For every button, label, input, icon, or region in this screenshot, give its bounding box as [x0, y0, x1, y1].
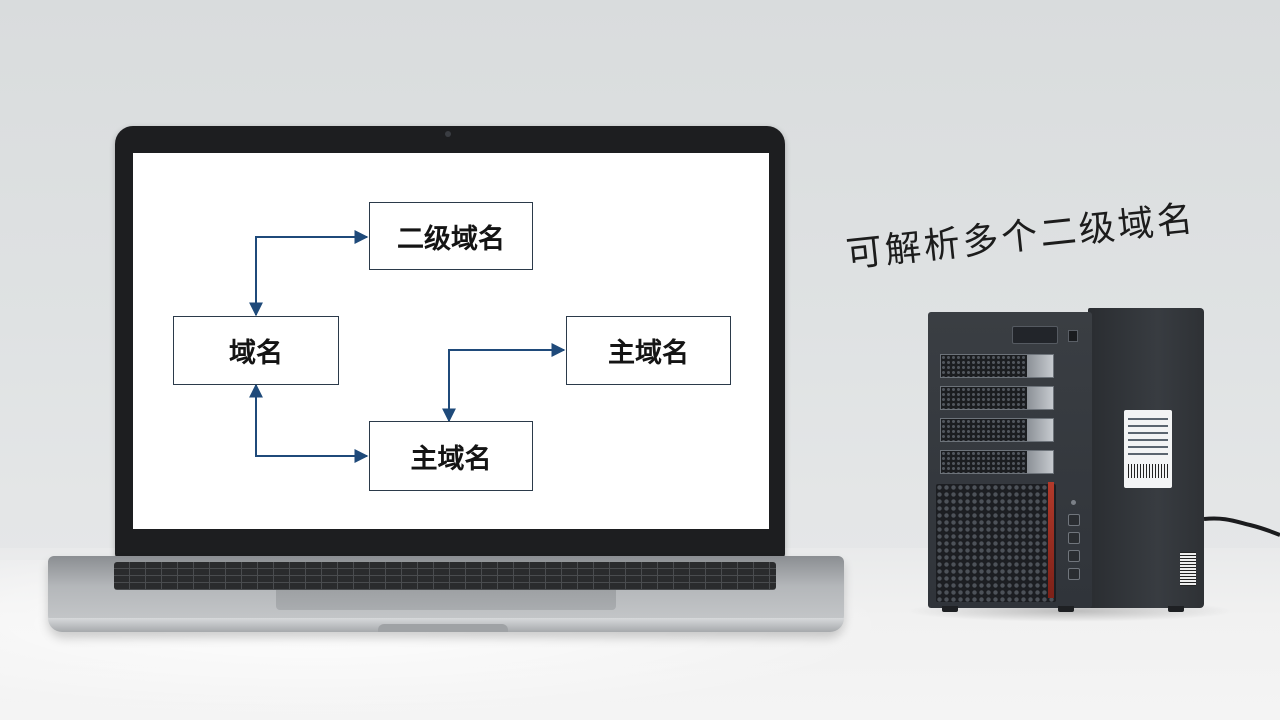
- nas-server: [928, 308, 1204, 612]
- diagram-arrows: [249, 230, 566, 463]
- fan-grille: [936, 484, 1056, 602]
- drive-bay-handle: [1027, 355, 1053, 377]
- front-button-1: [1068, 514, 1080, 526]
- node-main-domain-bottom: 主域名: [369, 421, 533, 491]
- power-button-icon: [1012, 326, 1058, 344]
- edge-main-bottom-domain: [249, 383, 369, 463]
- front-button-2: [1068, 532, 1080, 544]
- drive-bay-handle: [1027, 387, 1053, 409]
- drive-bay-handle: [1027, 451, 1053, 473]
- drive-bay-handle: [1027, 419, 1053, 441]
- accent-strip: [1048, 482, 1054, 598]
- server-front-panel: [928, 312, 1092, 608]
- sticker-text-lines: [1128, 418, 1168, 458]
- drive-bay-4: [940, 450, 1054, 474]
- node-main-domain-right: 主域名: [566, 316, 731, 385]
- laptop-base: [48, 556, 844, 632]
- usb-port-icon: [1068, 330, 1078, 342]
- server-foot: [1058, 606, 1074, 612]
- laptop-lid: 二级域名 域名 主域名 主域名: [115, 126, 785, 558]
- laptop-screen: 二级域名 域名 主域名 主域名: [133, 153, 769, 529]
- power-cable: [1204, 516, 1280, 537]
- server-label-sticker: [1124, 410, 1172, 488]
- front-button-4: [1068, 568, 1080, 580]
- webcam-icon: [445, 131, 451, 137]
- node-domain: 域名: [173, 316, 339, 385]
- edge-main-bottom-main-right: [442, 343, 566, 423]
- laptop-keyboard: [114, 562, 776, 590]
- node-secondary-domain: 二级域名: [369, 202, 533, 270]
- server-side-panel: [1088, 308, 1204, 608]
- drive-bay-2: [940, 386, 1054, 410]
- front-button-3: [1068, 550, 1080, 562]
- edge-domain-secondary: [249, 230, 369, 317]
- laptop-trackpad: [276, 590, 616, 610]
- drive-bay-3: [940, 418, 1054, 442]
- status-led-icon: [1071, 500, 1076, 505]
- barcode-sticker: [1180, 552, 1196, 586]
- drive-bay-1: [940, 354, 1054, 378]
- caption-text: 可解析多个二级域名: [844, 198, 1198, 276]
- server-foot: [942, 606, 958, 612]
- server-foot: [1168, 606, 1184, 612]
- laptop-lid-notch: [378, 624, 508, 632]
